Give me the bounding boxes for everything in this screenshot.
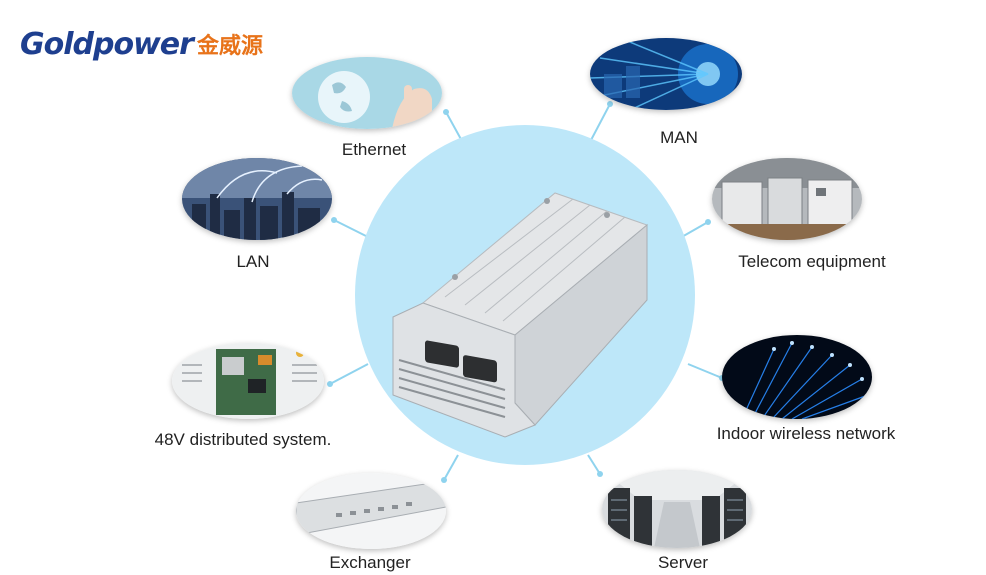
connector-distributed — [329, 363, 369, 385]
connector-telecom — [679, 221, 709, 239]
lan-image — [182, 158, 332, 240]
logo-chinese: 金威源 — [196, 34, 263, 59]
connector-wireless — [687, 363, 723, 379]
logo-brand: Goldpower — [20, 26, 194, 62]
connector-lan — [333, 219, 371, 239]
connector-dot-exchanger — [441, 477, 447, 483]
exchanger-image — [296, 473, 446, 549]
distributed-system-image — [172, 343, 324, 419]
power-module-image — [392, 192, 648, 438]
wireless-network-label: Indoor wireless network — [716, 424, 896, 443]
exchanger-label: Exchanger — [329, 553, 411, 572]
ethernet-image — [292, 57, 442, 129]
telecom-label: Telecom equipment — [738, 252, 886, 271]
connector-dot-lan — [331, 217, 337, 223]
connector-exchanger — [443, 454, 459, 481]
wireless-network-image — [722, 335, 872, 419]
connector-man — [589, 103, 611, 143]
connector-dot-distributed — [327, 381, 333, 387]
connector-dot-man — [607, 101, 613, 107]
server-image — [602, 470, 752, 548]
goldpower-logo: Goldpower 金威源 — [20, 24, 263, 64]
connector-server — [587, 454, 601, 475]
distributed-system-label: 48V distributed system. — [154, 430, 332, 449]
server-label: Server — [657, 553, 709, 572]
connector-dot-server — [597, 471, 603, 477]
connector-dot-ethernet — [443, 109, 449, 115]
man-label: MAN — [660, 128, 698, 147]
connector-dot-telecom — [705, 219, 711, 225]
man-image — [590, 38, 742, 110]
telecom-image — [712, 158, 862, 240]
lan-label: LAN — [236, 252, 270, 271]
ethernet-label: Ethernet — [341, 140, 407, 159]
